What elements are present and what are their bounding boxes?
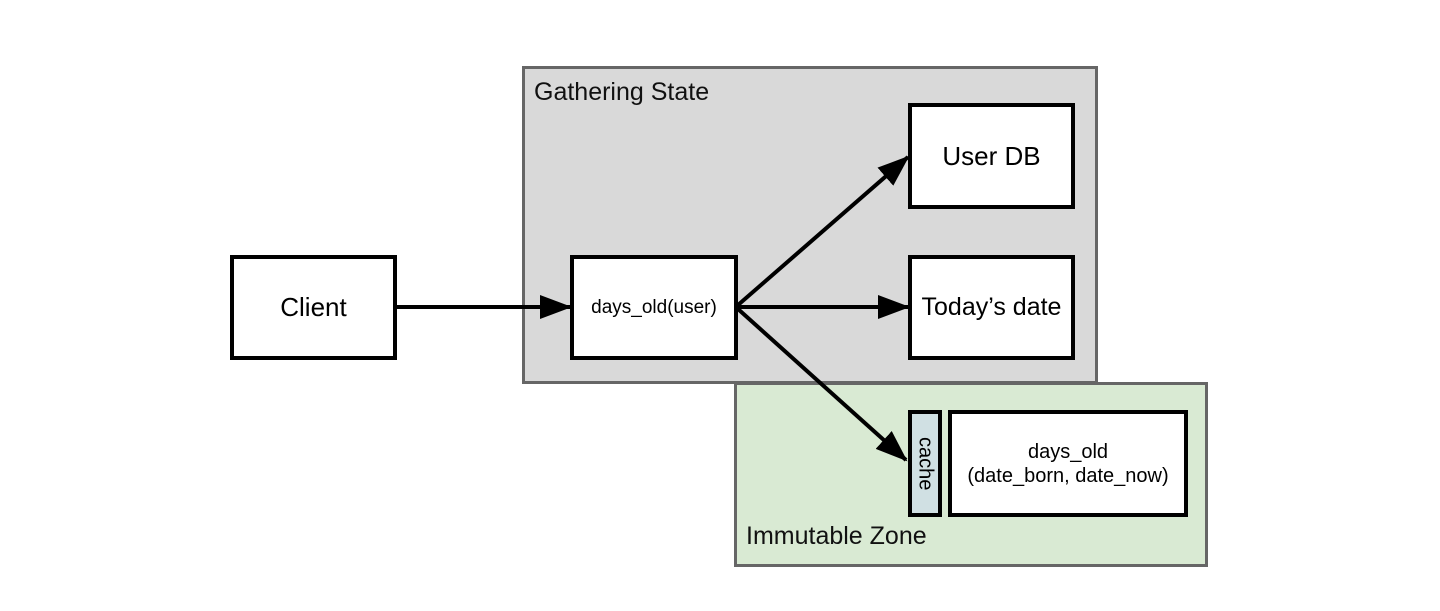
days-old-pure-node: days_old (date_born, date_now) [948,410,1188,517]
user-db-label: User DB [942,140,1041,171]
client-label: Client [280,292,347,322]
gathering-state-label: Gathering State [534,78,710,106]
days-old-pure-line2: (date_born, date_now) [967,464,1169,487]
days-old-user-node: days_old(user) [570,255,738,360]
immutable-zone-label: Immutable Zone [746,522,927,550]
todays-date-node: Today’s date [908,255,1075,360]
client-node: Client [230,255,397,360]
todays-date-label: Today’s date [921,293,1062,321]
arrow-days-old-to-cache [736,307,908,462]
cache-label: cache [914,436,937,491]
days-old-pure-line1: days_old [1027,440,1109,463]
cache-node: cache [908,410,942,517]
arrow-days-old-to-user-db [736,155,910,307]
user-db-node: User DB [908,103,1075,209]
days-old-user-label: days_old(user) [591,296,717,318]
